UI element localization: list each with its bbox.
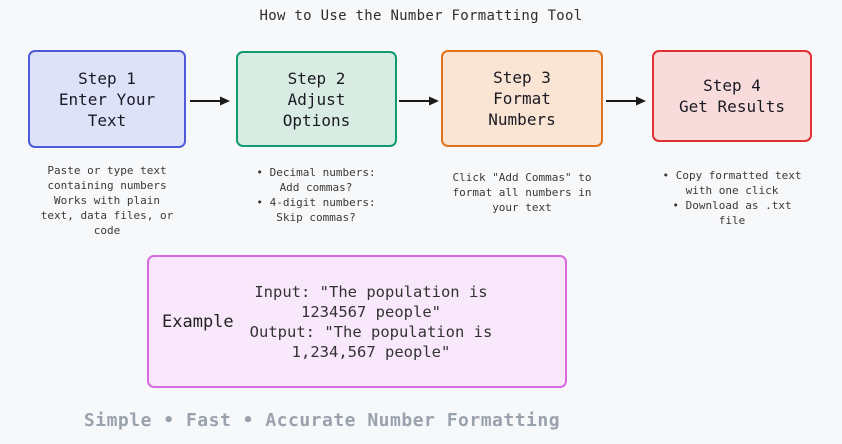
footer-tagline: Simple • Fast • Accurate Number Formatti… — [83, 410, 561, 431]
example-content: Input: "The population is 1234567 people… — [249, 282, 493, 361]
arrow-right-icon — [399, 93, 439, 107]
step-3-box: Step 3 Format Numbers — [441, 50, 603, 147]
step-2-description: • Decimal numbers: Add commas? • 4-digit… — [256, 166, 376, 224]
step-4-description: • Copy formatted text with one click • D… — [662, 169, 802, 227]
arrow-right-icon — [606, 93, 646, 107]
example-label: Example — [162, 311, 234, 332]
example-box: Example Input: "The population is 123456… — [147, 255, 567, 388]
step-1-description: Paste or type text containing numbers Wo… — [40, 164, 174, 237]
page-title: How to Use the Number Formatting Tool — [259, 8, 583, 24]
step-2-box: Step 2 Adjust Options — [236, 51, 397, 147]
step-4-box: Step 4 Get Results — [652, 50, 812, 142]
step-3-description: Click "Add Commas" to format all numbers… — [452, 171, 592, 214]
step-1-box: Step 1 Enter Your Text — [28, 50, 186, 148]
arrow-right-icon — [190, 93, 230, 107]
